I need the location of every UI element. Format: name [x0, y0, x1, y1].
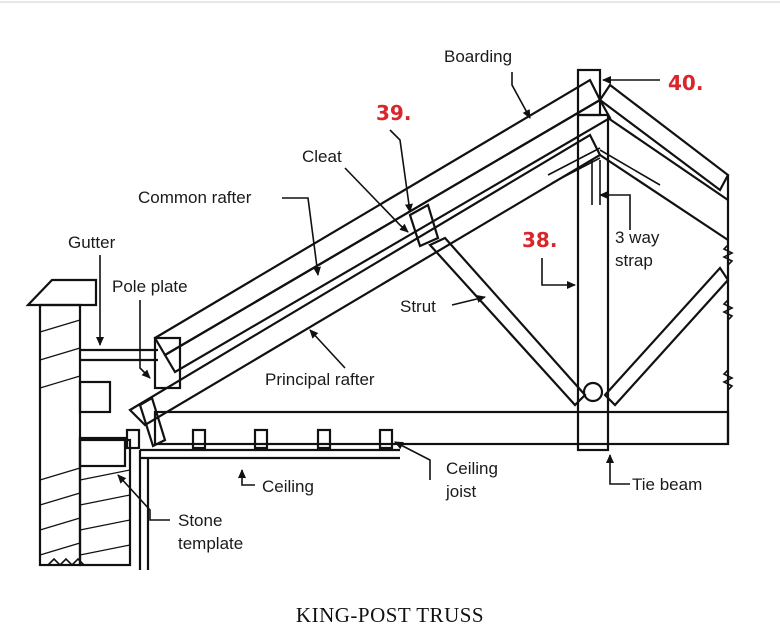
label-pole-plate: Pole plate — [112, 277, 188, 296]
heel-bracket — [138, 396, 167, 448]
label-principal-rafter: Principal rafter — [265, 370, 375, 389]
ceiling-joist-3 — [316, 428, 332, 450]
label-3-way-strap-1: 3 way — [615, 228, 660, 247]
masonry-wall — [25, 278, 132, 567]
common-rafter — [163, 98, 612, 374]
right-spring-2 — [722, 299, 734, 321]
right-rafter-bottom — [599, 154, 729, 241]
label-stone-template-2: template — [178, 534, 243, 553]
label-boarding: Boarding — [444, 47, 512, 66]
three-way-strap-left — [547, 147, 601, 176]
ceiling-joist-1 — [191, 428, 207, 450]
label-common-rafter: Common rafter — [138, 188, 252, 207]
king-post-bolt — [582, 381, 604, 403]
label-ceiling-joist-2: joist — [445, 482, 477, 501]
strut-right — [603, 266, 730, 407]
leader-lines — [96, 72, 660, 521]
label-ceiling: Ceiling — [262, 477, 314, 496]
gutter-block — [78, 380, 112, 414]
ceiling-joist-2 — [253, 428, 269, 450]
boarding-strip-right — [598, 83, 730, 192]
diagram-caption: KING-POST TRUSS — [296, 603, 484, 627]
cleat-block — [408, 203, 440, 248]
label-cleat: Cleat — [302, 147, 342, 166]
label-3-way-strap-2: strap — [615, 251, 653, 270]
label-strut: Strut — [400, 297, 436, 316]
three-way-strap-right — [599, 149, 661, 186]
label-gutter: Gutter — [68, 233, 116, 252]
label-tie-beam: Tie beam — [632, 475, 702, 494]
question-number-40: 40. — [668, 71, 703, 95]
right-spring-1 — [722, 244, 734, 266]
strut-left — [428, 236, 587, 407]
right-rafter-top — [607, 117, 729, 201]
question-number-38: 38. — [522, 228, 557, 252]
king-post-head-block — [576, 68, 602, 117]
ceiling-joist-0 — [125, 428, 141, 450]
ceiling-joist-4 — [378, 428, 394, 450]
question-number-39: 39. — [376, 101, 411, 125]
label-stone-template-1: Stone — [178, 511, 222, 530]
tie-beam — [153, 410, 730, 446]
label-ceiling-joist-1: Ceiling — [446, 459, 498, 478]
stone-template-block — [78, 436, 127, 468]
right-spring-3 — [722, 369, 734, 391]
